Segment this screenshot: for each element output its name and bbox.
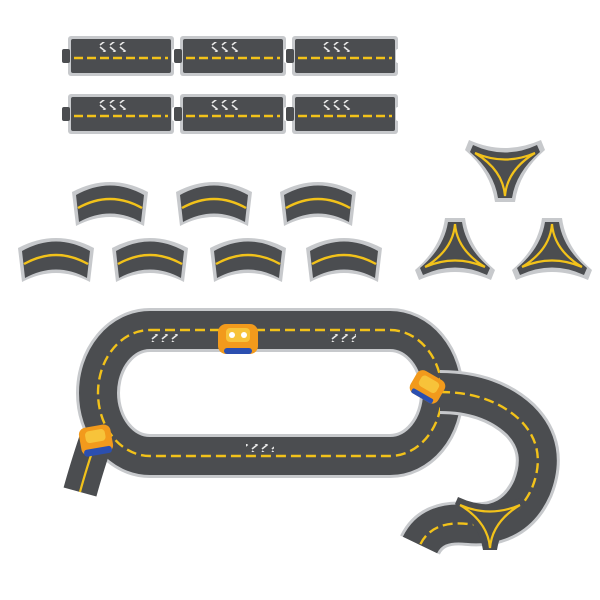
tri-junction-track — [415, 218, 495, 280]
straight-track-group — [62, 36, 404, 134]
straight-track — [286, 36, 404, 76]
oval-lane-marking — [96, 328, 444, 458]
straight-track — [286, 94, 404, 134]
straight-track — [174, 94, 292, 134]
curve-track — [280, 182, 356, 226]
straight-track — [174, 36, 292, 76]
curve-track — [72, 182, 148, 226]
curve-track-group — [18, 182, 382, 282]
toy-car — [218, 324, 258, 354]
curve-track — [18, 238, 94, 282]
curve-track — [306, 238, 382, 282]
tri-junction-track — [465, 140, 545, 202]
toy-car — [409, 370, 446, 404]
assembled-track-layout — [63, 308, 560, 557]
tri-junction-track — [455, 497, 525, 550]
tri-junction-track — [512, 218, 592, 280]
straight-track — [62, 94, 180, 134]
curve-track — [112, 238, 188, 282]
toy-car — [78, 424, 114, 457]
curve-track — [210, 238, 286, 282]
curve-track — [176, 182, 252, 226]
straight-track — [62, 36, 180, 76]
junction-track-group — [415, 140, 592, 280]
